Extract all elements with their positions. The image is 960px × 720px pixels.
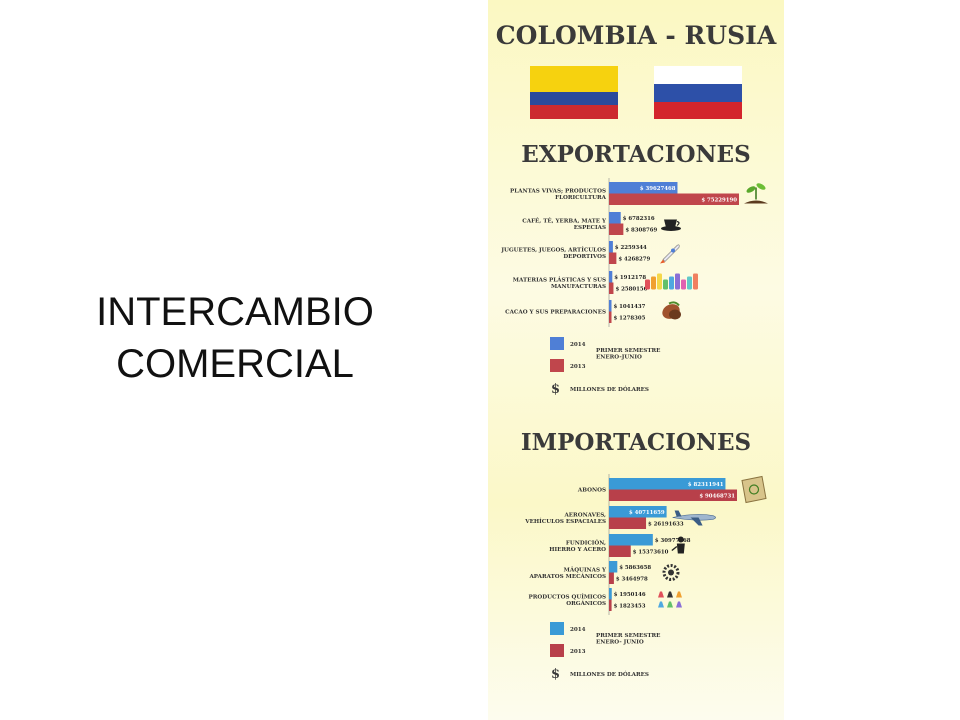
exportaciones-bar-2013 [609,223,624,235]
importaciones-value-label: $ 15373610 [633,549,669,555]
importaciones-value-label: $ 26191633 [648,521,684,527]
importaciones-title: IMPORTACIONES [521,429,751,456]
exportaciones-bar-2014 [609,271,613,283]
importaciones-bar-2014 [609,561,618,573]
exportaciones-legend-swatch-2014 [550,337,564,350]
exportaciones-category-label: FLORICULTURA [555,195,607,201]
exportaciones-bar-2014 [609,241,613,253]
importaciones-bar-2014 [609,534,653,546]
infographic-canvas: COLOMBIA - RUSIA EXPORTACIONES PLANTAS VI… [496,21,777,682]
exportaciones-bar-2014 [609,212,621,224]
exportaciones-category-label: PLANTAS VIVAS; PRODUCTOS [510,188,606,194]
slide-title: INTERCAMBIO COMERCIAL [60,286,410,390]
importaciones-legend-label-2013: 2013 [570,649,586,655]
importaciones-category-label: ORGÁNICOS [566,600,606,607]
exportaciones-category-label: ESPECIAS [574,225,606,231]
colombia-flag-icon [530,66,618,119]
importaciones-value-label: $ 1823453 [614,603,646,609]
importaciones-bar-2014 [609,478,726,490]
exportaciones-legend-dollar-symbol: $ [551,382,560,397]
exportaciones-category-label: CAFÉ, TÉ, YERBA, MATE Y [522,216,607,224]
airplane-icon [672,510,716,526]
plastic-bottles-icon [645,273,698,290]
exportaciones-category-label: DEPORTIVOS [563,254,606,260]
exportaciones-legend-label-2013: 2013 [570,364,586,370]
exportaciones-value-label: $ 75229190 [701,197,737,203]
importaciones-category-label: PRODUCTOS QUÍMICOS [529,593,606,600]
importaciones-legend-swatch-2013 [550,644,564,657]
exportaciones-value-label: $ 1041437 [614,304,646,310]
slide-title-line1: INTERCAMBIO [96,290,374,334]
importaciones-legend-period-line1: PRIMER SEMESTRE [596,633,660,639]
exportaciones-value-label: $ 6782316 [623,216,655,222]
importaciones-category-label: VEHÍCULOS ESPACIALES [524,518,606,525]
importaciones-value-label: $ 82311941 [688,482,724,488]
exportaciones-legend-period-line1: PRIMER SEMESTRE [596,348,660,354]
importaciones-legend-swatch-2014 [550,622,564,635]
exportaciones-value-label: $ 2580156 [615,286,647,292]
importaciones-bar-2014 [609,506,667,518]
exportaciones-value-label: $ 1278305 [614,315,646,321]
importaciones-category-label: FUNDICIÓN, [566,538,606,546]
exportaciones-category-label: MATERIAS PLÁSTICAS Y SUS [513,276,606,283]
fertilizer-bag-icon [741,475,767,504]
importaciones-category-label: MÁQUINAS Y [564,566,607,573]
importaciones-legend-period-line2: ENERO- JUNIO [596,640,644,646]
importaciones-bar-2014 [609,588,612,600]
infographic-panel: COLOMBIA - RUSIA EXPORTACIONES PLANTAS VI… [488,0,784,720]
importaciones-legend-unit: MILLONES DE DÓLARES [570,670,649,678]
exportaciones-value-label: $ 2259344 [615,245,647,251]
exportaciones-chart: EXPORTACIONES PLANTAS VIVAS; PRODUCTOSFLO… [500,141,768,397]
exportaciones-category-label: CACAO Y SUS PREPARACIONES [505,310,606,316]
exportaciones-category-label: JUGUETES, JUEGOS, ARTÍCULOS [500,246,606,253]
importaciones-value-label: $ 3464978 [616,576,648,582]
exportaciones-legend-label-2014: 2014 [570,342,586,348]
importaciones-bar-2013 [609,517,647,529]
importaciones-bar-2013 [609,545,631,557]
exportaciones-bar-2013 [609,252,617,264]
exportaciones-legend-period-line2: ENERO-JUNIO [596,355,642,361]
exportaciones-title: EXPORTACIONES [521,141,750,168]
importaciones-bar-2013 [609,572,614,584]
welder-icon [671,536,685,554]
importaciones-bar-2013 [609,489,737,501]
infographic-header: COLOMBIA - RUSIA [496,21,777,50]
importaciones-category-label: ABONOS [577,488,606,494]
exportaciones-bar-2013 [609,311,612,323]
russia-flag-icon [654,66,742,119]
importaciones-legend-dollar-symbol: $ [551,667,560,682]
exportaciones-bar-2014 [609,182,678,194]
importaciones-value-label: $ 40711659 [629,510,665,516]
importaciones-value-label: $ 5863658 [619,565,651,571]
coffee-cup-icon [661,219,681,231]
exportaciones-bar-2014 [609,300,612,312]
cacao-pod-icon [662,301,681,320]
importaciones-value-label: $ 90468731 [699,493,735,499]
exportaciones-value-label: $ 39627468 [640,186,676,192]
importaciones-value-label: $ 1950146 [614,592,646,598]
plant-icon [744,183,768,204]
exportaciones-bar-2013 [609,282,614,294]
exportaciones-category-label: MANUFACTURAS [551,284,606,290]
importaciones-category-label: AERONAVES, [563,512,606,518]
importaciones-legend-label-2014: 2014 [570,627,586,633]
exportaciones-value-label: $ 8308769 [625,227,657,233]
machine-gear-icon [662,564,680,581]
importaciones-value-label: $ 30977868 [655,538,691,544]
slide-title-line2: COMERCIAL [116,342,354,386]
importaciones-category-label: APARATOS MECÁNICOS [528,573,606,580]
exportaciones-value-label: $ 1912178 [614,275,646,281]
chemical-flasks-icon [658,591,682,608]
exportaciones-value-label: $ 4268279 [618,256,650,262]
exportaciones-legend-swatch-2013 [550,359,564,372]
importaciones-category-label: HIERRO Y ACERO [549,547,606,553]
exportaciones-bar-2013 [609,193,739,205]
rocket-toy-icon [660,244,680,264]
importaciones-chart: IMPORTACIONES ABONOS $ 82311941 $ 90468731A… [521,429,767,682]
exportaciones-legend-unit: MILLONES DE DÓLARES [570,385,649,393]
importaciones-bar-2013 [609,599,612,611]
